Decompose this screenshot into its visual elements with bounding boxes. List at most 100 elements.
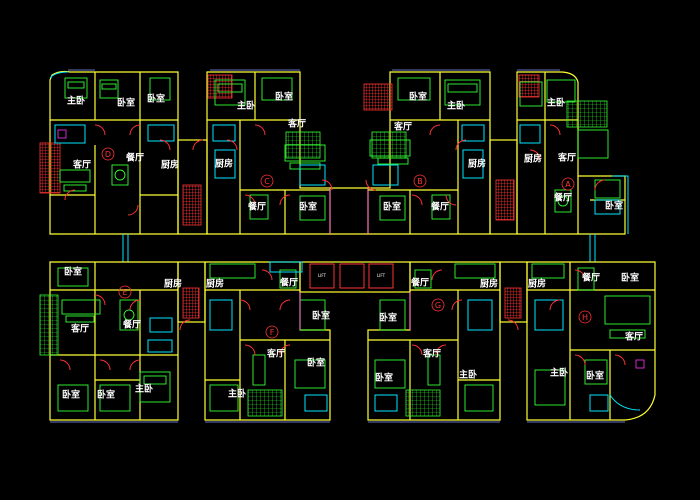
balcony-e-left bbox=[39, 294, 59, 356]
unit-marker-circle-F bbox=[265, 325, 279, 339]
room_labels-e-living: 客厅 bbox=[70, 323, 89, 335]
room_labels-b-bed: 卧室 bbox=[275, 91, 293, 103]
lift_labels-lift-2: LIFT bbox=[377, 273, 386, 278]
lift-lobby bbox=[299, 261, 411, 293]
unit-c-inner-walls bbox=[207, 72, 330, 234]
unit-marker-circle-E bbox=[118, 285, 132, 299]
room_labels-h-living: 客厅 bbox=[624, 331, 643, 343]
unit-h-walls bbox=[526, 261, 656, 421]
unit-e-walls bbox=[49, 261, 179, 421]
unit-marker-D: D bbox=[105, 150, 111, 159]
unit-d-inner-walls bbox=[50, 72, 178, 234]
unit-marker-G: G bbox=[435, 301, 441, 310]
room_labels-b-living: 客厅 bbox=[287, 118, 306, 130]
room_labels-h-kitchen: 厨房 bbox=[528, 278, 546, 290]
unit-g-inner-walls bbox=[368, 289, 500, 420]
lower-balconies bbox=[39, 287, 522, 417]
room_labels-a-kitchen: 厨房 bbox=[161, 159, 179, 171]
room_labels-g-bed2: 卧室 bbox=[375, 372, 393, 384]
room_labels-f-bed: 卧室 bbox=[312, 310, 330, 322]
stair-core-upper-right bbox=[489, 139, 518, 235]
room_labels-h-master: 主卧 bbox=[550, 367, 568, 379]
room_labels-h-dining: 餐厅 bbox=[581, 272, 600, 284]
balcony-a-top bbox=[518, 74, 540, 98]
room_labels-c-living: 客厅 bbox=[393, 121, 412, 133]
stair-hatch-ll bbox=[182, 287, 200, 319]
balcony-c-top bbox=[207, 74, 233, 99]
room_labels-h-bed2: 卧室 bbox=[586, 370, 604, 382]
balcony-f-bottom bbox=[247, 389, 283, 417]
room_labels-c-bed: 卧室 bbox=[409, 91, 427, 103]
upper-fixtures bbox=[49, 71, 629, 262]
lift-labels: LIFT LIFT bbox=[318, 273, 386, 278]
room_labels-b-master: 主卧 bbox=[237, 100, 255, 112]
balcony-g-bottom bbox=[405, 389, 441, 417]
upper-furniture bbox=[59, 77, 621, 221]
lower-block bbox=[49, 261, 656, 421]
lift-shafts bbox=[309, 263, 394, 289]
room_labels-g-living: 客厅 bbox=[422, 348, 441, 360]
room_labels-a-bed2: 卧室 bbox=[147, 93, 165, 105]
magenta-accents bbox=[57, 129, 645, 369]
unit-marker-circle-D bbox=[101, 147, 115, 161]
unit-b-inner-walls bbox=[368, 72, 490, 234]
room_labels-f-kitchen: 厨房 bbox=[206, 278, 224, 290]
room_labels-e-master: 主卧 bbox=[135, 383, 153, 395]
unit-marker-circle-C bbox=[260, 174, 274, 188]
unit-e-inner-walls bbox=[50, 262, 178, 420]
unit-a-walls bbox=[516, 71, 626, 235]
room_labels-c-bed2: 卧室 bbox=[383, 201, 401, 213]
room_labels-c-kitchen: 厨房 bbox=[468, 158, 486, 170]
room_labels-g-dining: 餐厅 bbox=[410, 277, 429, 289]
unit-marker-F: F bbox=[270, 328, 275, 337]
room_labels-d-master: 主卧 bbox=[547, 97, 565, 109]
room_labels-a-dining: 餐厅 bbox=[125, 152, 144, 164]
room_labels-e-dining: 餐厅 bbox=[122, 319, 141, 331]
stair-hatch-lr bbox=[504, 287, 522, 319]
room_labels-e-kitchen: 厨房 bbox=[164, 278, 182, 290]
lower-fixtures bbox=[147, 261, 641, 412]
unit-f-inner-walls bbox=[205, 289, 330, 420]
unit-marker-H: H bbox=[582, 313, 588, 322]
lower-furniture bbox=[57, 263, 651, 412]
window-lines bbox=[50, 69, 625, 423]
room_labels-e-bed2: 卧室 bbox=[62, 389, 80, 401]
room_labels-d-dining: 餐厅 bbox=[553, 192, 572, 204]
lower-doors bbox=[59, 269, 626, 371]
room_labels-f-master: 主卧 bbox=[228, 388, 246, 400]
stair-core-lower-left bbox=[177, 261, 206, 323]
room_labels-c-master: 主卧 bbox=[447, 100, 465, 112]
room_labels-d-kitchen: 厨房 bbox=[524, 153, 542, 165]
room_labels-a-bed: 卧室 bbox=[117, 97, 135, 109]
unit-marker-C: C bbox=[264, 177, 270, 186]
room_labels-b-bed2: 卧室 bbox=[299, 201, 317, 213]
room_labels-a-master: 主卧 bbox=[67, 95, 85, 107]
room_labels-c-dining: 餐厅 bbox=[430, 201, 449, 213]
upper-doors bbox=[64, 124, 606, 216]
stair-core-upper-left bbox=[177, 139, 208, 235]
unit-marker-circle-H bbox=[578, 310, 592, 324]
room_labels-g-kitchen: 厨房 bbox=[480, 278, 498, 290]
room_labels-h-bed: 卧室 bbox=[621, 272, 639, 284]
stair-hatch-ur bbox=[495, 179, 515, 221]
room_labels-g-master: 主卧 bbox=[459, 369, 477, 381]
unit-marker-circle-G bbox=[431, 298, 445, 312]
unit-a-inner-walls bbox=[517, 72, 625, 234]
upper-block bbox=[49, 70, 626, 235]
room-labels: 主卧卧室卧室客厅餐厅厨房主卧卧室客厅厨房餐厅卧室卧室主卧客厅卧室餐厅厨房主卧厨房… bbox=[62, 91, 643, 401]
upper-corridor bbox=[330, 187, 368, 235]
upper-balconies bbox=[39, 74, 608, 226]
lift_labels-lift-1: LIFT bbox=[318, 273, 327, 278]
room_labels-e-bed: 卧室 bbox=[64, 266, 82, 278]
room_labels-b-dining: 餐厅 bbox=[247, 201, 266, 213]
room_labels-d-bed: 卧室 bbox=[605, 200, 623, 212]
room_labels-e-bed3: 卧室 bbox=[97, 389, 115, 401]
room_labels-b-kitchen: 厨房 bbox=[215, 158, 233, 170]
unit-marker-A: A bbox=[565, 180, 571, 189]
balcony-a-right bbox=[566, 100, 608, 128]
unit-marker-E: E bbox=[122, 288, 127, 297]
room_labels-d-living: 客厅 bbox=[557, 152, 576, 164]
unit-marker-circle-A bbox=[561, 177, 575, 191]
